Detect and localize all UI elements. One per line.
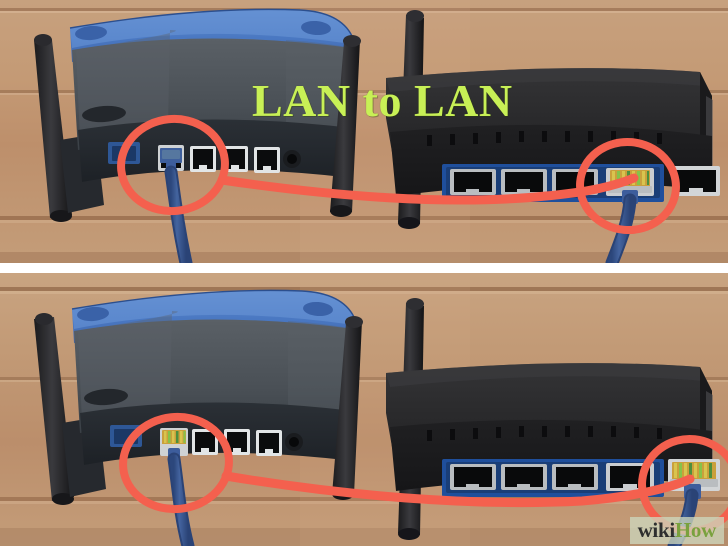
plugged-connector-left — [160, 430, 188, 460]
power-jack-left — [285, 433, 303, 451]
connection-arrow — [221, 471, 695, 508]
annotations-top — [117, 114, 680, 235]
lan-group-right — [442, 459, 664, 497]
panel-lan-to-lan: LAN to LAN — [0, 0, 728, 263]
watermark-how-text: How — [674, 518, 716, 542]
wan-port-right — [672, 166, 720, 196]
highlight-circle-left — [117, 114, 229, 216]
power-jack-left — [283, 150, 301, 168]
right-router-bottom — [386, 298, 720, 540]
led-vent-row — [427, 426, 662, 441]
router-front-face — [78, 119, 352, 182]
scene-bottom: LAN to WAN wikiHow — [0, 273, 728, 546]
router-body — [74, 311, 354, 433]
connection-arrow — [217, 173, 639, 205]
led-vent-row — [427, 131, 662, 146]
panel-divider — [0, 263, 728, 273]
antenna-left — [34, 34, 72, 222]
highlight-circle-right — [576, 137, 680, 235]
watermark-wiki-text: wiki — [637, 518, 676, 542]
illustration-bottom — [0, 273, 728, 546]
wikihow-watermark: wikiHow — [629, 517, 724, 544]
antenna-right — [330, 35, 361, 217]
illustration-top — [0, 0, 728, 263]
panel-lan-to-wan: LAN to WAN wikiHow — [0, 273, 728, 546]
antenna-left — [34, 313, 74, 505]
scene-top: LAN to LAN — [0, 0, 728, 263]
left-router-top — [34, 8, 361, 222]
highlight-circle-left — [119, 412, 233, 514]
